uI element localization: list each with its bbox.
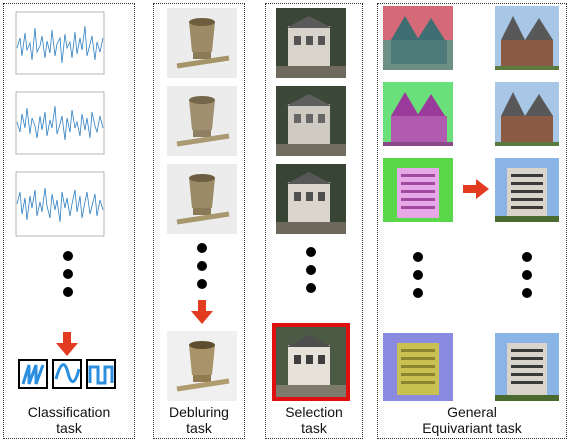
signal-plot-1 [8,8,108,80]
down-arrow-icon [191,300,213,324]
building-image-2 [495,82,559,146]
ellipsis-dots-4 [411,252,425,306]
tinted-building-image-3 [383,158,453,222]
tinted-building-image-4 [383,333,453,401]
building-image-3 [495,158,559,222]
ellipsis-dots-5 [520,252,534,306]
right-arrow-icon [463,179,489,199]
mortar-image-1 [167,8,237,78]
house-image-2 [276,86,346,156]
selection-label: Selection task [285,404,343,436]
tinted-building-image-2 [383,82,453,146]
signal-plot-2 [8,88,108,160]
mortar-image-sharp [167,331,237,401]
ellipsis-dots-1 [61,251,75,305]
equivariant-panel [377,3,567,439]
classification-panel [3,3,135,439]
mortar-image-3 [167,164,237,234]
building-image-4 [495,333,559,401]
signal-plot-3 [8,168,108,242]
house-image-3 [276,164,346,234]
down-arrow-icon [56,332,78,356]
ellipsis-dots-2 [195,243,209,297]
tinted-building-image-1 [383,6,453,70]
debluring-panel [153,3,245,439]
selection-panel [265,3,363,439]
building-image-1 [495,6,559,70]
classification-label: Classification task [27,404,111,436]
sawtooth-wave-icon [18,359,48,389]
sine-wave-icon [52,359,82,389]
house-image-1 [276,8,346,78]
square-wave-icon [86,359,116,389]
selected-house-image [272,323,350,401]
equivariant-label: General Equivariant task [422,404,522,436]
ellipsis-dots-3 [304,247,318,301]
mortar-image-2 [167,86,237,156]
debluring-label: Debluring task [169,404,229,436]
